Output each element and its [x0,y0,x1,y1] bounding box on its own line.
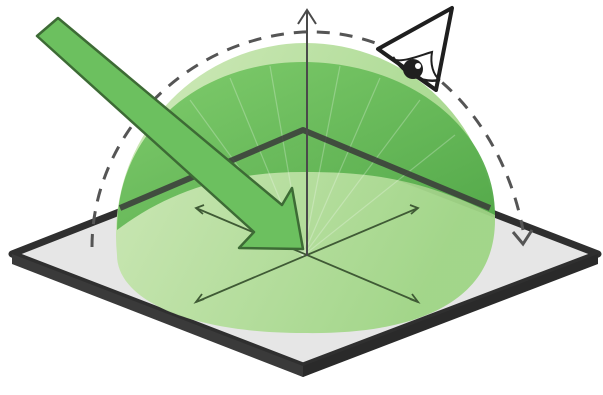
brdf-diagram [0,0,603,395]
diagram-canvas [0,0,603,395]
